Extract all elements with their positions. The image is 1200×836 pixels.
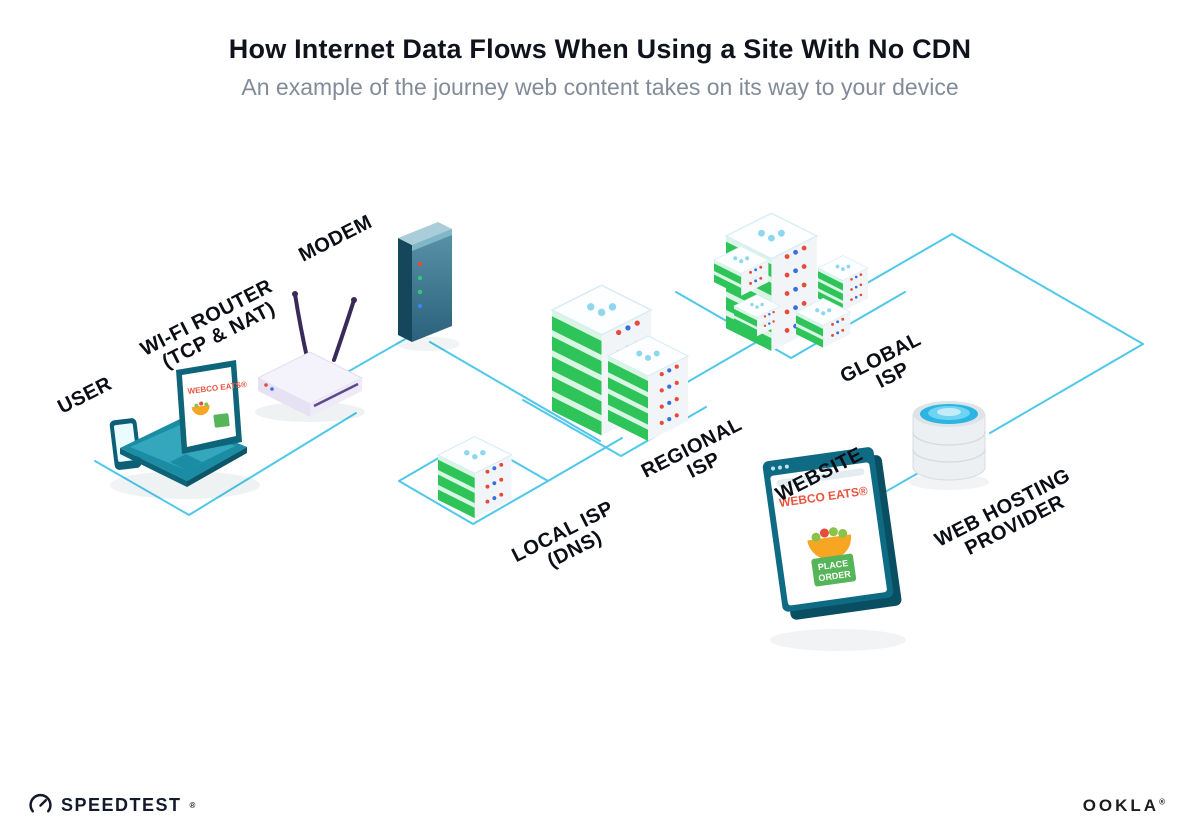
- wifi-router: [256, 291, 364, 417]
- label-text: MODEM: [295, 211, 376, 267]
- global-isp-servers: [714, 213, 868, 351]
- laptop-taco-illustration: [191, 401, 210, 416]
- page-title: How Internet Data Flows When Using a Sit…: [228, 34, 972, 64]
- label-text: USER: [54, 373, 115, 419]
- line-local-regional: [547, 437, 623, 482]
- ookla-wordmark: OOKLA: [1082, 796, 1160, 815]
- label-global-isp: GLOBAL ISP: [837, 326, 940, 407]
- ookla-logo: OOKLA®: [1083, 796, 1168, 816]
- label-modem: MODEM: [295, 211, 376, 267]
- page-subtitle: An example of the journey web content ta…: [241, 74, 959, 100]
- browser-window-dots: [771, 464, 789, 471]
- label-wifi-router: WI-FI ROUTER (TCP & NAT): [137, 273, 291, 380]
- footer: SPEEDTEST® OOKLA®: [0, 788, 1200, 824]
- website-taco-illustration: [807, 527, 852, 560]
- speedtest-logo: SPEEDTEST ®: [28, 793, 197, 818]
- line-global-platform: [675, 291, 906, 359]
- regional-isp-servers: [552, 285, 688, 441]
- web-hosting-database: [912, 401, 986, 481]
- speedtest-trademark: ®: [189, 801, 197, 810]
- browser-address-bar: [777, 468, 865, 487]
- speedtest-gauge-icon: [29, 793, 52, 813]
- place-order-button[interactable]: [811, 553, 857, 587]
- modem: [398, 222, 452, 342]
- laptop-screen-button: [213, 413, 230, 428]
- router-antenna-left: [293, 292, 310, 364]
- line-global-hosting: [861, 233, 1144, 434]
- router-antenna-right: [332, 298, 356, 362]
- line-user-router: [94, 412, 357, 516]
- network-diagram: WEBCO EATS® WEBCO EATS®: [54, 211, 1144, 651]
- place-order-label-line1: PLACE: [817, 558, 849, 572]
- speedtest-wordmark: SPEEDTEST: [61, 795, 182, 815]
- user-device: WEBCO EATS®: [109, 360, 247, 487]
- ookla-trademark: ®: [1159, 797, 1168, 807]
- local-isp-server: [438, 437, 512, 519]
- line-modem-regional: [429, 341, 601, 442]
- label-local-isp: LOCAL ISP (DNS): [508, 494, 631, 585]
- label-user: USER: [54, 373, 115, 419]
- place-order-label-line2: ORDER: [818, 569, 852, 583]
- website-window: WEBCO EATS® PLACE ORDER: [762, 447, 902, 620]
